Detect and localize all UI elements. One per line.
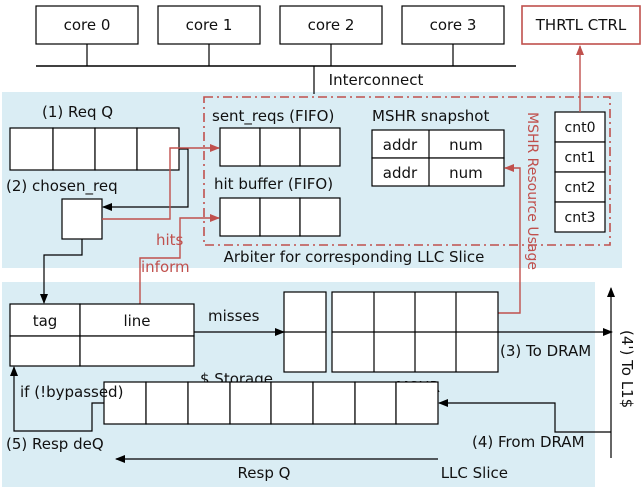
sent-reqs-label: sent_reqs (FIFO)	[212, 107, 334, 126]
req-q	[9, 127, 180, 171]
counter-0: cnt0	[565, 120, 596, 136]
if-bypassed-label: if (!bypassed)	[20, 383, 123, 401]
reqq-to-chosen-arrow	[179, 148, 189, 182]
sent-reqs-fifo	[219, 127, 341, 167]
mshr-snapshot-table: addr num addr num	[371, 129, 505, 187]
hits-inform-arrow	[139, 214, 220, 304]
cache-storage	[9, 303, 195, 367]
resp-q-label: Resp Q	[238, 464, 291, 482]
snapshot-num-0: num	[449, 136, 483, 154]
interconnect-label: Interconnect	[329, 71, 424, 89]
arbiter-label: Arbiter for corresponding LLC Slice	[224, 248, 485, 266]
thrtl-ctrl-label: THRTL CTRL	[535, 16, 627, 34]
core-3-label: core 3	[430, 16, 477, 34]
mshr-snapshot-title: MSHR snapshot	[372, 107, 489, 125]
core-1-label: core 1	[186, 16, 233, 34]
throttle-region	[203, 96, 611, 246]
line-label: line	[123, 312, 150, 330]
chosen-req-box	[61, 198, 103, 240]
tag-label: tag	[33, 312, 58, 330]
req-q-label: (1) Req Q	[42, 103, 113, 121]
to-chosen-req-arrow	[102, 182, 189, 211]
core-3: core 3	[401, 5, 505, 45]
to-dram-label: (3) To DRAM	[500, 342, 591, 360]
misses-label: misses	[208, 307, 260, 325]
chosen-to-tag-arrow	[40, 239, 83, 304]
chosen-req-label: (2) chosen_req	[6, 177, 118, 196]
core-0-label: core 0	[64, 16, 111, 34]
resp-deq-label: (5) Resp deQ	[6, 435, 104, 453]
interconnect-bus: Interconnect	[36, 44, 516, 94]
mshr-usage-arrow	[497, 164, 521, 314]
hits-label: hits	[156, 231, 184, 249]
mshr-block	[283, 291, 499, 373]
chosen-to-sent-arrow	[102, 144, 220, 220]
core-0: core 0	[35, 5, 139, 45]
core-2-label: core 2	[308, 16, 355, 34]
thrtl-ctrl: THRTL CTRL	[521, 5, 641, 45]
mshr-resource-usage-label: MSHR Resource Usage	[524, 112, 540, 270]
hit-buffer-fifo	[219, 197, 341, 237]
core-1: core 1	[157, 5, 261, 45]
snapshot-addr-1: addr	[383, 164, 418, 182]
counter-2: cnt2	[565, 180, 596, 196]
snapshot-addr-0: addr	[383, 136, 418, 154]
hit-buffer-label: hit buffer (FIFO)	[214, 175, 333, 193]
counter-1: cnt1	[565, 150, 596, 166]
from-dram-arrow	[438, 399, 611, 433]
arbiter-panel	[2, 92, 622, 268]
to-l1-label: (4') To L1$	[618, 330, 636, 408]
counter-stack	[554, 111, 606, 233]
counter-3: cnt3	[565, 210, 596, 226]
inform-label: inform	[141, 258, 190, 276]
snapshot-num-1: num	[449, 164, 483, 182]
resp-q	[103, 381, 439, 425]
from-dram-label: (4) From DRAM	[472, 433, 585, 451]
llc-slice-label: LLC Slice	[441, 464, 508, 482]
resp-deq-arrow	[10, 366, 104, 432]
core-2: core 2	[279, 5, 383, 45]
